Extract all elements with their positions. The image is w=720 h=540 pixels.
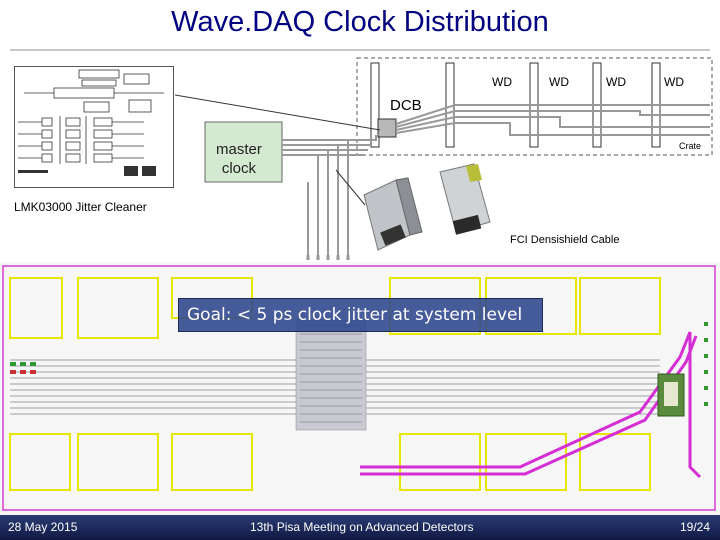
master-clock-label: master clock xyxy=(216,141,262,177)
slide-title: Wave.DAQ Clock Distribution xyxy=(171,6,549,38)
wd-board xyxy=(370,62,380,148)
block-diagram-icon xyxy=(14,66,174,188)
wd-label: WD xyxy=(664,75,684,89)
jitter-cleaner-caption: LMK03000 Jitter Cleaner xyxy=(14,200,147,214)
title-divider xyxy=(10,49,710,51)
crate-box xyxy=(356,57,713,156)
sfp-transceiver-icon xyxy=(356,160,496,258)
page-number: 19/24 xyxy=(680,520,711,534)
master-clock-box xyxy=(204,121,283,183)
footer-date: 28 May 2015 xyxy=(8,520,78,534)
pcb-layout-icon xyxy=(0,262,720,515)
channel-rows xyxy=(18,116,144,164)
footer-bar: 28 May 2015 13th Pisa Meeting on Advance… xyxy=(0,515,720,540)
dcb-label: DCB xyxy=(390,97,422,114)
footer-event: 13th Pisa Meeting on Advanced Detectors xyxy=(250,520,474,534)
goal-banner: Goal: < 5 ps clock jitter at system leve… xyxy=(178,298,543,332)
crate-label: Crate xyxy=(679,141,702,151)
goal-text: Goal: < 5 ps clock jitter at system leve… xyxy=(187,305,523,325)
wd-label: WD xyxy=(606,75,626,89)
wd-label: WD xyxy=(549,75,569,89)
wd-label: WD xyxy=(492,75,512,89)
dcb-chip xyxy=(377,118,397,138)
cable-caption: FCI Densishield Cable xyxy=(510,234,620,246)
clock-distribution-diagram xyxy=(174,57,713,265)
